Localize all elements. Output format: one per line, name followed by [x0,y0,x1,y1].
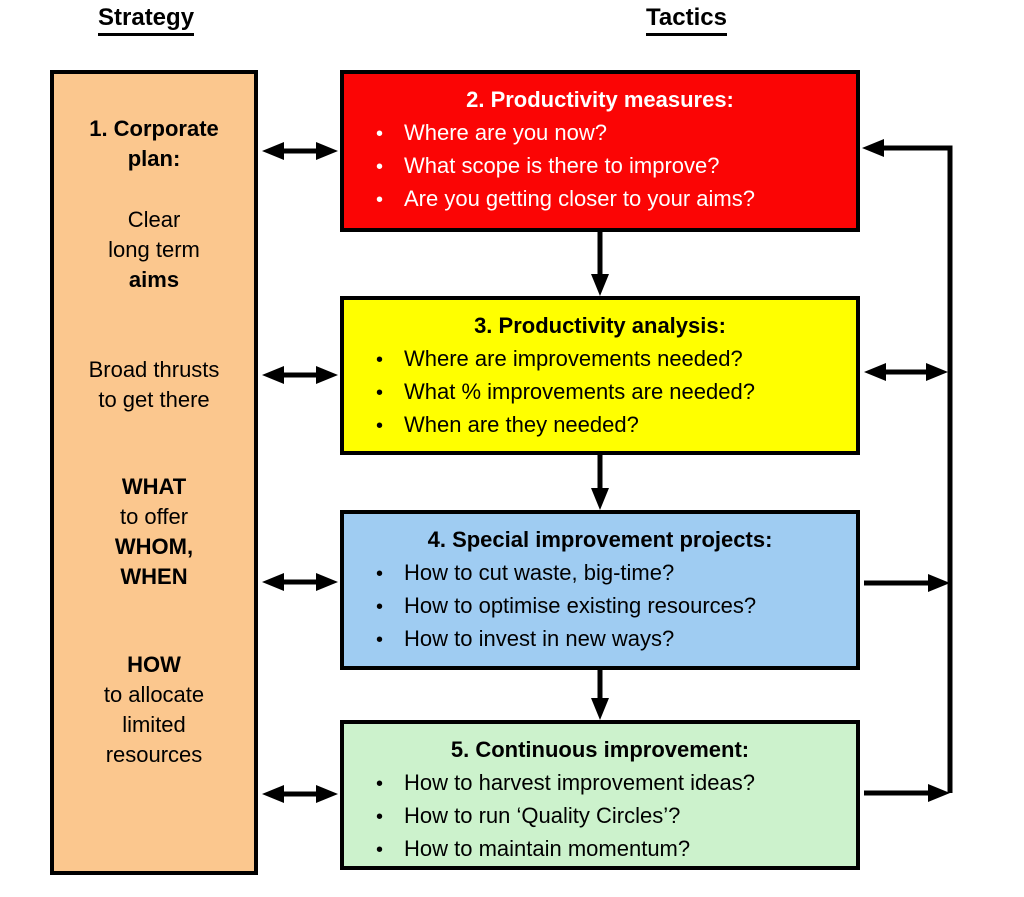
list-item: • What % improvements are needed? [344,376,856,409]
bullet-label: How to run ‘Quality Circles’? [404,803,681,828]
double-arrow-analysis-feedback [864,363,948,381]
feedback-loop-line [862,139,953,793]
strategy-line: resources [105,742,203,767]
strategy-line: WHOM, [114,534,194,559]
list-item: • When are they needed? [344,409,856,442]
strategy-line: plan: [127,146,181,171]
down-arrow-analysis-to-projects [591,455,609,510]
bullet-label: How to maintain momentum? [404,836,691,861]
double-arrow-strategy-projects [262,573,338,591]
double-arrow-strategy-measures [262,142,338,160]
bullet-icon: • [376,563,384,585]
bullet-icon: • [376,629,384,651]
strategy-line: WHEN [120,564,188,589]
bullet-label: Are you getting closer to your aims? [404,186,755,211]
bullet-icon: • [376,839,384,861]
tactics-column-header: Tactics [646,4,727,36]
strategy-line: long term [108,237,200,262]
what-whom-when: WHAT to offer WHOM, WHEN [54,472,254,592]
box-title: 3. Productivity analysis: [474,313,726,338]
strategy-column-header: Strategy [98,4,195,36]
box-title: 4. Special improvement projects: [427,527,773,552]
strategy-line: HOW [127,652,181,677]
double-arrow-strategy-analysis [262,366,338,384]
bullet-label: How to invest in new ways? [404,626,675,651]
bullet-label: Where are improvements needed? [404,346,743,371]
bullet-label: What scope is there to improve? [404,153,720,178]
strategy-line: 1. Corporate [89,116,219,141]
list-item: • How to cut waste, big-time? [344,557,856,590]
list-item: • How to maintain momentum? [344,833,856,866]
bullet-icon: • [376,596,384,618]
down-arrow-projects-to-improvement [591,670,609,720]
bullet-icon: • [376,806,384,828]
bullet-icon: • [376,349,384,371]
bullet-icon: • [376,382,384,404]
corporate-plan-title: 1. Corporate plan: [54,114,254,174]
bullet-label: How to optimise existing resources? [404,593,757,618]
strategy-line: WHAT [121,474,187,499]
double-arrow-strategy-improvement [262,785,338,803]
arrow-improvement-to-feedback [864,784,950,802]
list-item: • Where are you now? [344,117,856,150]
arrow-projects-to-feedback [864,574,950,592]
bullet-icon: • [376,773,384,795]
bullet-icon: • [376,156,384,178]
bullet-label: How to harvest improvement ideas? [404,770,755,795]
box-title: 2. Productivity measures: [466,87,734,112]
productivity-analysis-box: 3. Productivity analysis: • Where are im… [340,296,860,455]
strategy-line: to offer [119,504,189,529]
list-item: • Are you getting closer to your aims? [344,183,856,216]
list-item: • How to invest in new ways? [344,623,856,656]
strategy-line: Broad thrusts [88,357,220,382]
list-item: • What scope is there to improve? [344,150,856,183]
list-item: • How to optimise existing resources? [344,590,856,623]
special-improvement-projects-box: 4. Special improvement projects: • How t… [340,510,860,670]
box-title: 5. Continuous improvement: [450,737,750,762]
down-arrow-measures-to-analysis [591,232,609,296]
bullet-label: How to cut waste, big-time? [404,560,675,585]
strategy-line: to allocate [103,682,205,707]
list-item: • Where are improvements needed? [344,343,856,376]
bullet-icon: • [376,123,384,145]
bullet-label: What % improvements are needed? [404,379,755,404]
bullet-icon: • [376,189,384,211]
corporate-plan-box: 1. Corporate plan: Clear long term aims … [50,70,258,875]
clear-long-term-aims: Clear long term aims [54,205,254,295]
strategy-line: to get there [98,387,210,412]
list-item: • How to harvest improvement ideas? [344,767,856,800]
bullet-icon: • [376,415,384,437]
strategy-line: aims [128,267,180,292]
productivity-measures-box: 2. Productivity measures: • Where are yo… [340,70,860,232]
strategy-line: Clear [127,207,181,232]
bullet-label: When are they needed? [404,412,639,437]
bullet-label: Where are you now? [404,120,607,145]
strategy-line: limited [122,712,186,737]
list-item: • How to run ‘Quality Circles’? [344,800,856,833]
broad-thrusts: Broad thrusts to get there [54,355,254,415]
how-to-allocate: HOW to allocate limited resources [54,650,254,770]
continuous-improvement-box: 5. Continuous improvement: • How to harv… [340,720,860,870]
